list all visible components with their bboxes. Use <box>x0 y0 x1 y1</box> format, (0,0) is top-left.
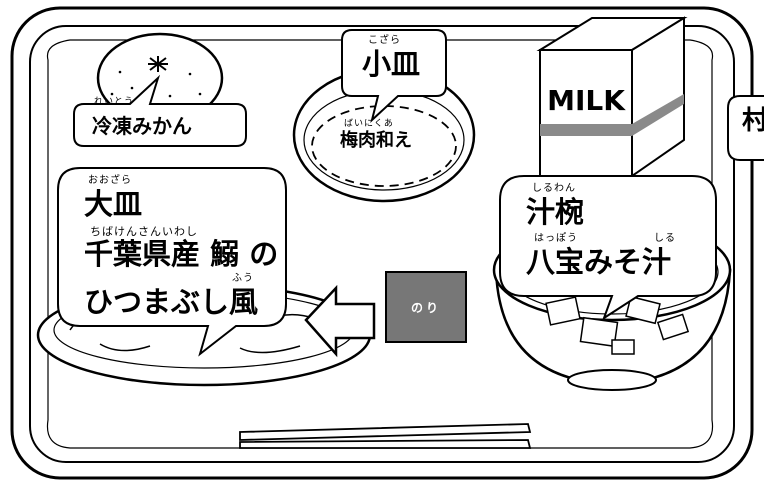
oozara-name: 大皿 <box>84 187 143 221</box>
kozara-name: 小皿 <box>362 47 421 81</box>
chopsticks-illustration <box>239 423 532 449</box>
miso-ruby1: はっぽう <box>534 233 578 244</box>
baniku-name: 梅肉和え <box>340 130 412 151</box>
cutoff-label: 村 <box>742 106 764 136</box>
miso-bubble <box>499 175 717 321</box>
oozara-bubble <box>57 167 287 357</box>
kozara-ruby: こざら <box>368 35 401 46</box>
cutoff-label-clip: 村 <box>740 90 764 160</box>
hitsumabushi-line1: 千葉県産 鰯 の <box>84 237 279 271</box>
baniku-ruby: ばいにくあ <box>344 119 394 129</box>
mikan-name: 冷凍みかん <box>92 114 192 138</box>
hitsumabushi-line2: ひつまぶし風 <box>84 285 259 319</box>
hitsumabushi-ruby1: ちばけんさんいわし <box>90 225 198 238</box>
milk-carton-illustration <box>536 16 688 178</box>
shiruwan-ruby: しるわん <box>532 183 576 194</box>
milk-band <box>540 124 632 136</box>
mikan-ruby: れいとう <box>94 97 135 107</box>
oozara-ruby: おおざら <box>88 175 132 186</box>
miso-ruby2: しる <box>654 233 676 244</box>
miso-name: 八宝みそ汁 <box>526 245 672 279</box>
mikan-bubble <box>73 74 247 147</box>
shiruwan-name: 汁椀 <box>526 195 585 229</box>
cutoff-bubble <box>727 95 764 161</box>
nori-box <box>385 271 467 343</box>
milk-label: MILK <box>547 84 626 117</box>
nori-label: のり <box>410 300 441 315</box>
kozara-bubble <box>341 29 447 124</box>
hitsumabushi-ruby2: ふう <box>232 273 254 284</box>
small-plate-illustration <box>292 67 476 203</box>
arrow-to-large-plate <box>304 284 376 358</box>
tray-inner-line <box>46 39 714 449</box>
